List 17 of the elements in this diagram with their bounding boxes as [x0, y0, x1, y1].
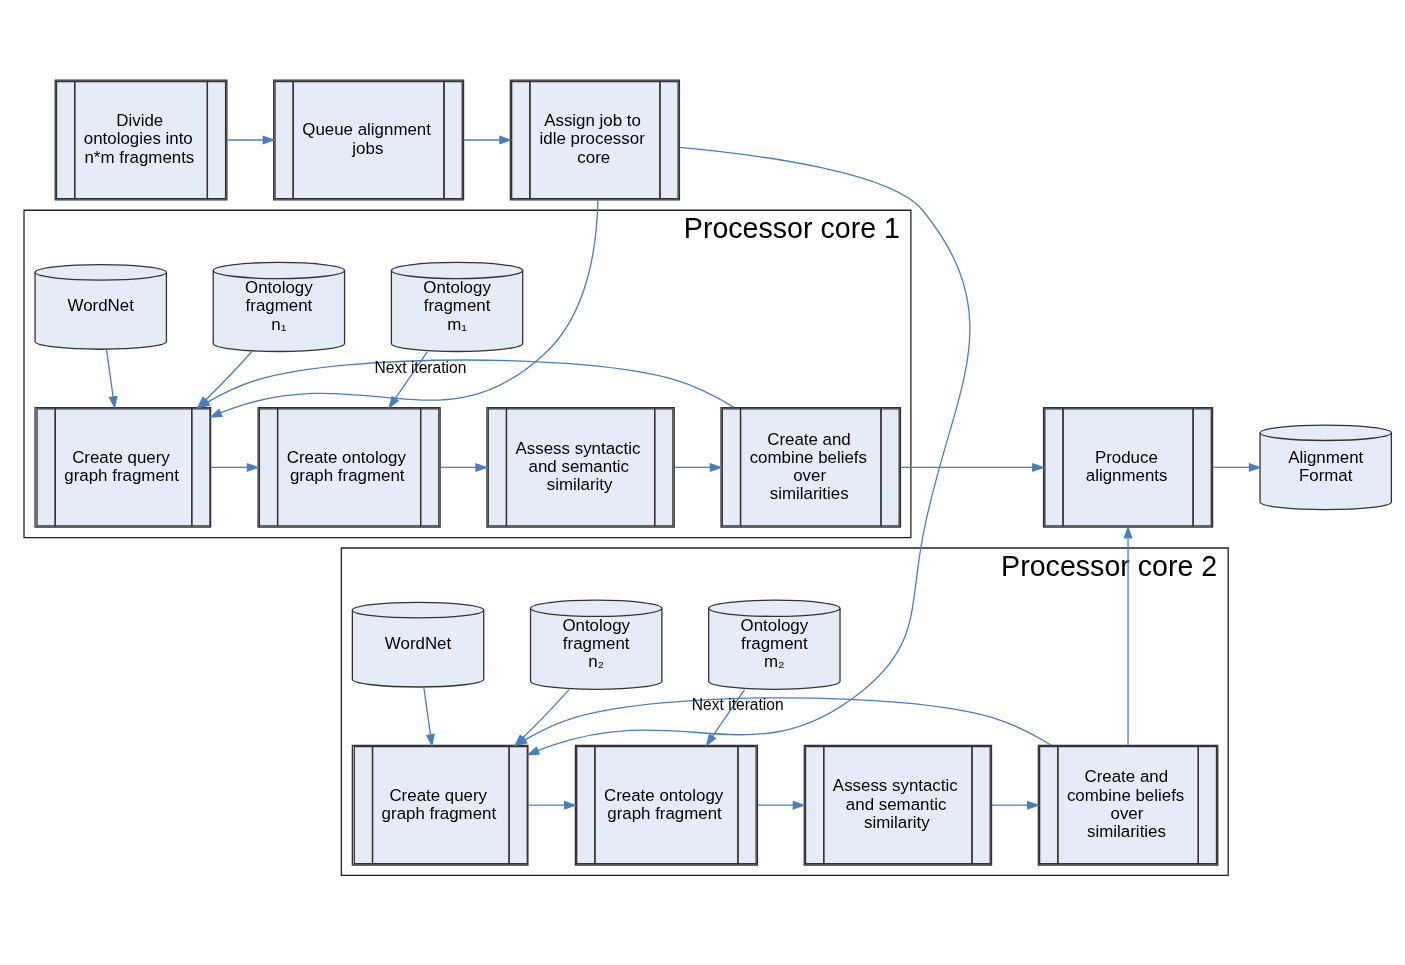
arrow — [527, 800, 578, 810]
arrow — [526, 146, 971, 755]
arrow — [439, 462, 489, 472]
arrow — [1123, 525, 1133, 746]
arrow — [705, 688, 746, 747]
arrow — [673, 462, 723, 472]
arrow — [423, 685, 435, 747]
arrow — [388, 350, 428, 409]
arrow — [757, 800, 806, 810]
arrow — [226, 134, 276, 145]
arrow — [463, 134, 513, 145]
arrow — [210, 462, 260, 472]
arrow — [209, 199, 599, 418]
arrow — [105, 348, 118, 409]
arrow — [991, 800, 1041, 810]
arrow — [899, 462, 1046, 472]
arrow — [1211, 462, 1262, 472]
